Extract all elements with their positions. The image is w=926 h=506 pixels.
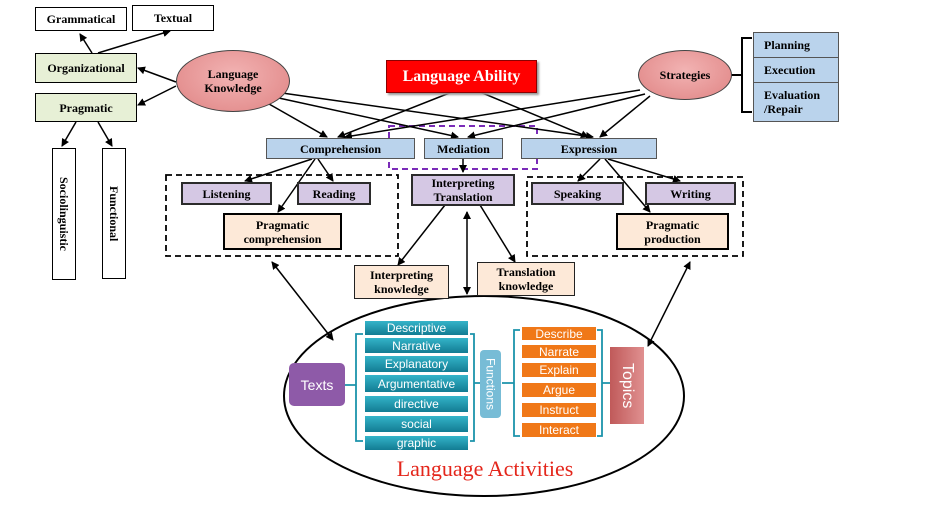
pragmatic-comprehension-box: Pragmatic comprehension [223, 213, 342, 250]
edge-expression-activities [647, 261, 691, 347]
interpreting-knowledge-box: Interpreting knowledge [354, 265, 449, 299]
edge-comp-pragcomp [277, 158, 316, 213]
text-type-argumentative: Argumentative [364, 374, 469, 393]
functions-label-box: Functions [480, 350, 501, 418]
edge-comp-reading [317, 158, 334, 182]
edge-comprehension-activities [271, 261, 334, 341]
edge-lk-organizational [137, 66, 177, 83]
function-explain: Explain [521, 362, 597, 378]
edge-exp-speaking [577, 158, 601, 182]
edge-prag-functional [97, 121, 113, 147]
function-argue: Argue [521, 382, 597, 398]
functional-box: Functional [102, 148, 126, 279]
edge-strategies-comprehension [344, 89, 641, 140]
edge-lk-pragmatic [137, 85, 177, 106]
function-interact: Interact [521, 422, 597, 438]
function-describe: Describe [521, 326, 597, 341]
edge-exp-pragprod [604, 158, 651, 213]
functions-right-bracket [502, 329, 520, 437]
texts-bracket [345, 333, 363, 442]
edge-interp-translation [479, 204, 516, 263]
edge-org-grammatical [79, 33, 93, 54]
function-narrate: Narrate [521, 344, 597, 359]
execution-box: Execution [753, 57, 839, 83]
language-knowledge-ellipse: Language Knowledge [176, 50, 290, 112]
text-type-directive: directive [364, 395, 469, 413]
edge-interp-knowledge [397, 204, 446, 266]
topics-label-box: Topics [610, 347, 644, 424]
edge-org-textual [97, 29, 171, 54]
texts-label-box: Texts [289, 363, 345, 406]
planning-box: Planning [753, 32, 839, 58]
comprehension-box: Comprehension [266, 138, 415, 159]
organizational-box: Organizational [35, 53, 137, 83]
edge-ability-comprehension [337, 91, 453, 139]
listening-box: Listening [181, 182, 272, 205]
edge-comp-listening [244, 158, 313, 183]
text-type-graphic: graphic [364, 435, 469, 451]
mediation-box: Mediation [424, 138, 503, 159]
interpreting-translation-box: Interpreting Translation [411, 174, 515, 206]
strategies-ellipse: Strategies [638, 50, 732, 100]
expression-box: Expression [521, 138, 657, 159]
comprehension-group-dashed [165, 174, 399, 257]
edge-lk-mediation [264, 94, 459, 140]
textual-box: Textual [132, 5, 214, 31]
text-type-explanatory: Explanatory [364, 355, 469, 373]
reading-box: Reading [297, 182, 371, 205]
expression-group-dashed [526, 176, 744, 257]
text-type-descriptive: Descriptive [364, 320, 469, 336]
strategies-bracket [730, 37, 752, 113]
text-type-social: social [364, 415, 469, 433]
edge-prag-socio [61, 121, 77, 147]
function-instruct: Instruct [521, 402, 597, 418]
language-ability-box: Language Ability [386, 60, 537, 93]
functions-left-bracket [470, 333, 480, 442]
edge-strategies-expression [599, 95, 651, 138]
text-type-narrative: Narrative [364, 337, 469, 354]
edge-ability-expression [479, 91, 589, 138]
topics-bracket [596, 329, 610, 437]
pragmatic-box: Pragmatic [35, 93, 137, 122]
evaluation-repair-box: Evaluation /Repair [753, 82, 839, 122]
edge-lk-expression [274, 91, 594, 140]
sociolinguistic-box: Sociolinguistic [52, 148, 76, 280]
speaking-box: Speaking [531, 182, 624, 205]
edge-strategies-mediation [467, 93, 646, 140]
translation-knowledge-box: Translation knowledge [477, 262, 575, 296]
edge-exp-writing [607, 158, 681, 183]
pragmatic-production-box: Pragmatic production [616, 213, 729, 250]
language-activities-title: Language Activities [396, 456, 574, 481]
writing-box: Writing [645, 182, 736, 205]
grammatical-box: Grammatical [35, 7, 127, 31]
